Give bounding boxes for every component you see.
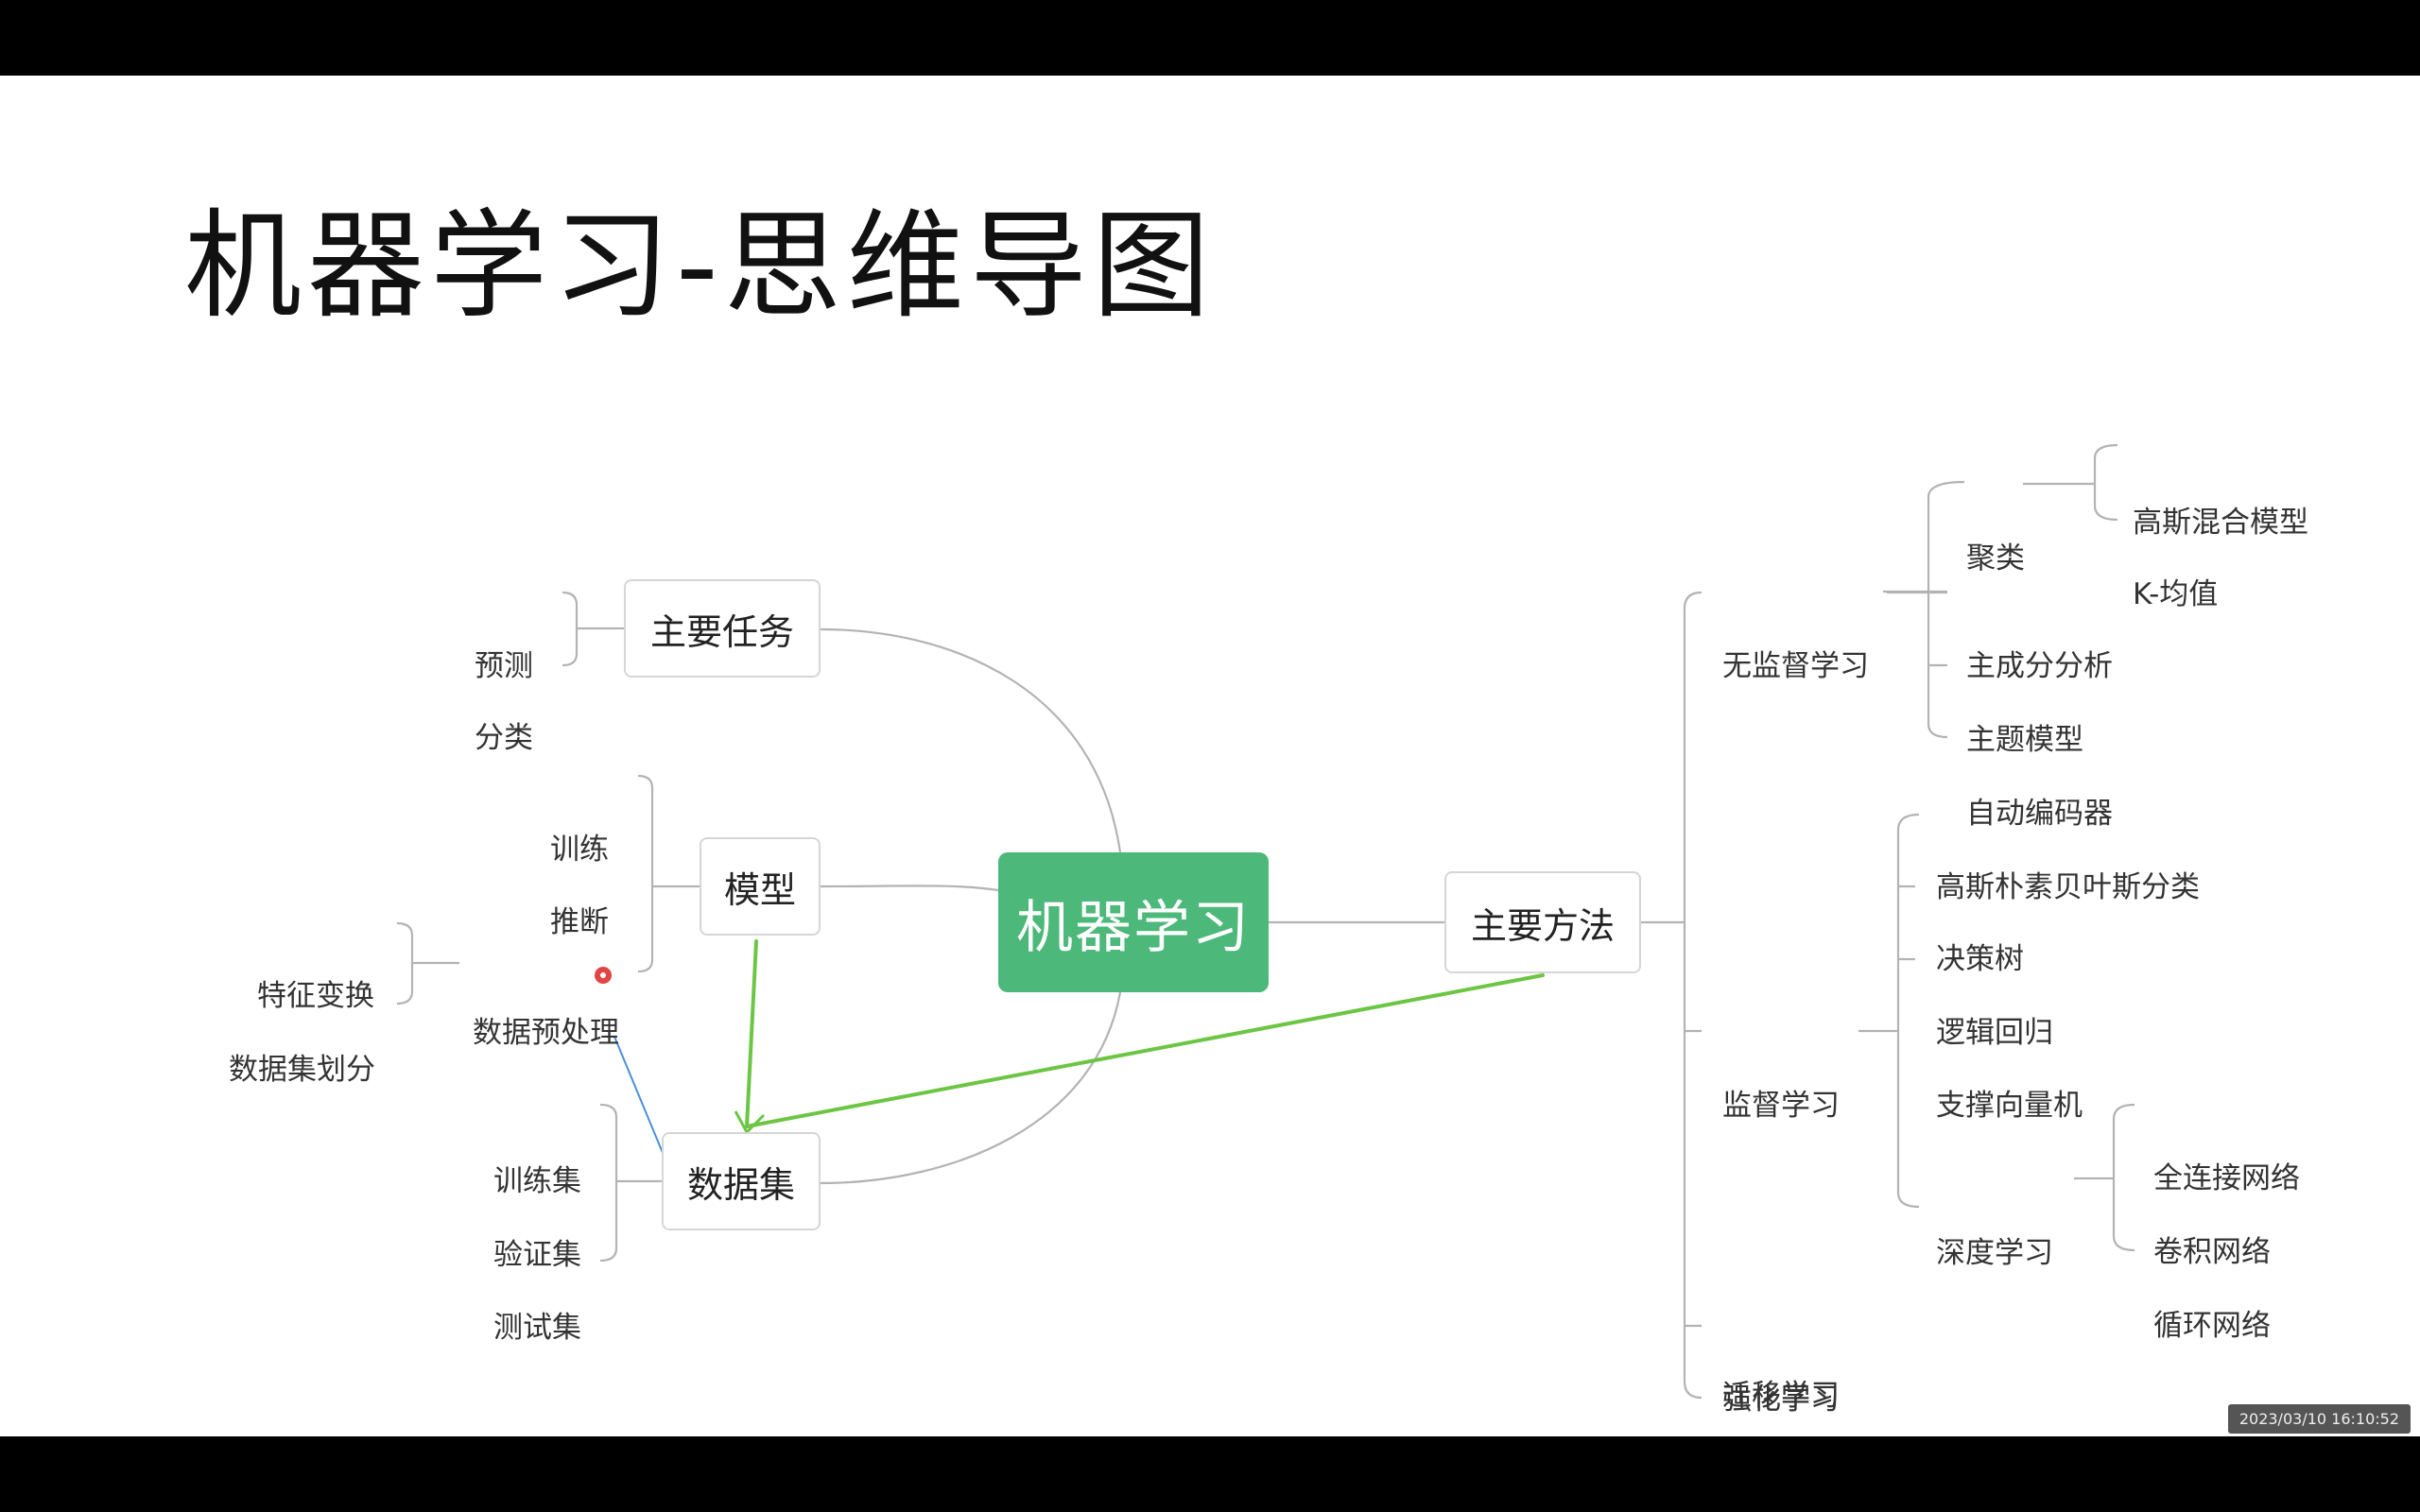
leaf-cnn[interactable]: 卷积网络 <box>2153 1235 2271 1269</box>
center-node[interactable]: 机器学习 <box>998 852 1269 992</box>
node-model[interactable]: 模型 <box>700 837 821 936</box>
node-main-tasks[interactable]: 主要任务 <box>624 579 821 678</box>
leaf-kmeans[interactable]: K-均值 <box>2133 577 2219 611</box>
mindmap-connectors <box>396 443 2135 1400</box>
node-dataset-label: 数据集 <box>686 1163 795 1206</box>
leaf-gmm[interactable]: 高斯混合模型 <box>2133 506 2308 540</box>
video-timestamp: 2023/03/10 16:10:52 <box>2227 1404 2411 1434</box>
leaf-feature-transform[interactable]: 特征变换 <box>257 979 374 1013</box>
leaf-reinforcement[interactable]: 强化学习 <box>1722 1383 1840 1417</box>
leaf-topic-model[interactable]: 主题模型 <box>1966 723 2083 757</box>
leaf-transfer-visible[interactable]: 迁移学习 <box>1722 1379 1840 1413</box>
leaf-train-set[interactable]: 训练集 <box>493 1164 581 1198</box>
leaf-predict[interactable]: 预测 <box>475 649 533 683</box>
leaf-test-set[interactable]: 测试集 <box>493 1311 581 1345</box>
leaf-validation-set[interactable]: 验证集 <box>493 1238 581 1272</box>
leaf-deep-learning[interactable]: 深度学习 <box>1936 1236 2053 1270</box>
leaf-clustering[interactable]: 聚类 <box>1966 541 2025 576</box>
leaf-svm[interactable]: 支撑向量机 <box>1936 1089 2083 1123</box>
leaf-fc-network[interactable]: 全连接网络 <box>2153 1161 2300 1195</box>
node-main-methods[interactable]: 主要方法 <box>1444 871 1641 973</box>
leaf-autoencoder[interactable]: 自动编码器 <box>1966 797 2113 831</box>
leaf-decision-tree[interactable]: 决策树 <box>1936 942 2024 976</box>
node-main-tasks-label: 主要任务 <box>649 610 794 653</box>
leaf-rnn[interactable]: 循环网络 <box>2153 1309 2271 1343</box>
node-model-label: 模型 <box>723 868 796 911</box>
leaf-unsupervised[interactable]: 无监督学习 <box>1722 649 1869 683</box>
leaf-supervised[interactable]: 监督学习 <box>1722 1089 1840 1123</box>
node-main-methods-label: 主要方法 <box>1470 904 1615 947</box>
leaf-preprocess[interactable]: 数据预处理 <box>473 1016 619 1050</box>
leaf-infer[interactable]: 推断 <box>550 905 609 939</box>
node-dataset[interactable]: 数据集 <box>662 1132 821 1230</box>
leaf-pca[interactable]: 主成分分析 <box>1966 649 2113 683</box>
leaf-logistic-regression[interactable]: 逻辑回归 <box>1936 1016 2053 1050</box>
leaf-classify[interactable]: 分类 <box>475 721 533 755</box>
leaf-gaussian-nb[interactable]: 高斯朴素贝叶斯分类 <box>1936 870 2200 904</box>
leaf-train[interactable]: 训练 <box>550 833 609 867</box>
slide: 机器学习-思维导图 机器学习 主要任务 模型 数据集 预测 分类 训练 推断 数… <box>0 76 2420 1436</box>
slide-title: 机器学习-思维导图 <box>184 198 1216 335</box>
leaf-dataset-split[interactable]: 数据集划分 <box>229 1053 375 1087</box>
